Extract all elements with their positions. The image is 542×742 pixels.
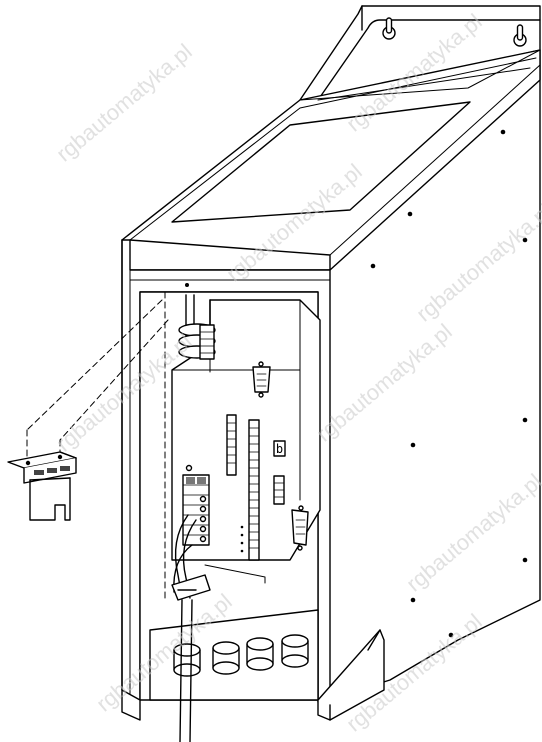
keyhole-slot-right: [513, 24, 527, 47]
dsub-connector-upper: [252, 361, 271, 398]
housing-top-cover: [121, 49, 541, 271]
display-digit: b: [276, 442, 283, 456]
cable-gland-4: [281, 634, 309, 668]
signal-cables: [171, 514, 211, 601]
ferrite-cable-coil: [178, 294, 216, 360]
mounting-foot-left: [121, 689, 141, 721]
keyhole-slot-left: [382, 17, 396, 40]
module-indicator: [185, 464, 193, 472]
dip-switch-block: [273, 475, 285, 505]
side-panel-screws: [370, 129, 528, 638]
module-dots: [240, 525, 244, 553]
rear-mounting-plate: [299, 5, 541, 101]
led-strip-left: [226, 414, 237, 476]
control-module: b: [171, 299, 321, 584]
dsub-connector-lower: [291, 505, 309, 551]
cover-recess: [171, 101, 471, 223]
assembly-guide-lines: [26, 299, 169, 463]
led-strip-long: [248, 419, 260, 561]
frame-screw-left: [185, 283, 189, 287]
mounting-foot-right: [317, 629, 385, 721]
cable-gland-2: [212, 641, 240, 675]
cable-gland-3: [246, 637, 274, 671]
seven-segment-display: b: [273, 440, 286, 457]
shield-clamp-bracket: [7, 451, 77, 521]
main-power-cable: [177, 589, 197, 742]
terminal-block: [182, 474, 210, 546]
